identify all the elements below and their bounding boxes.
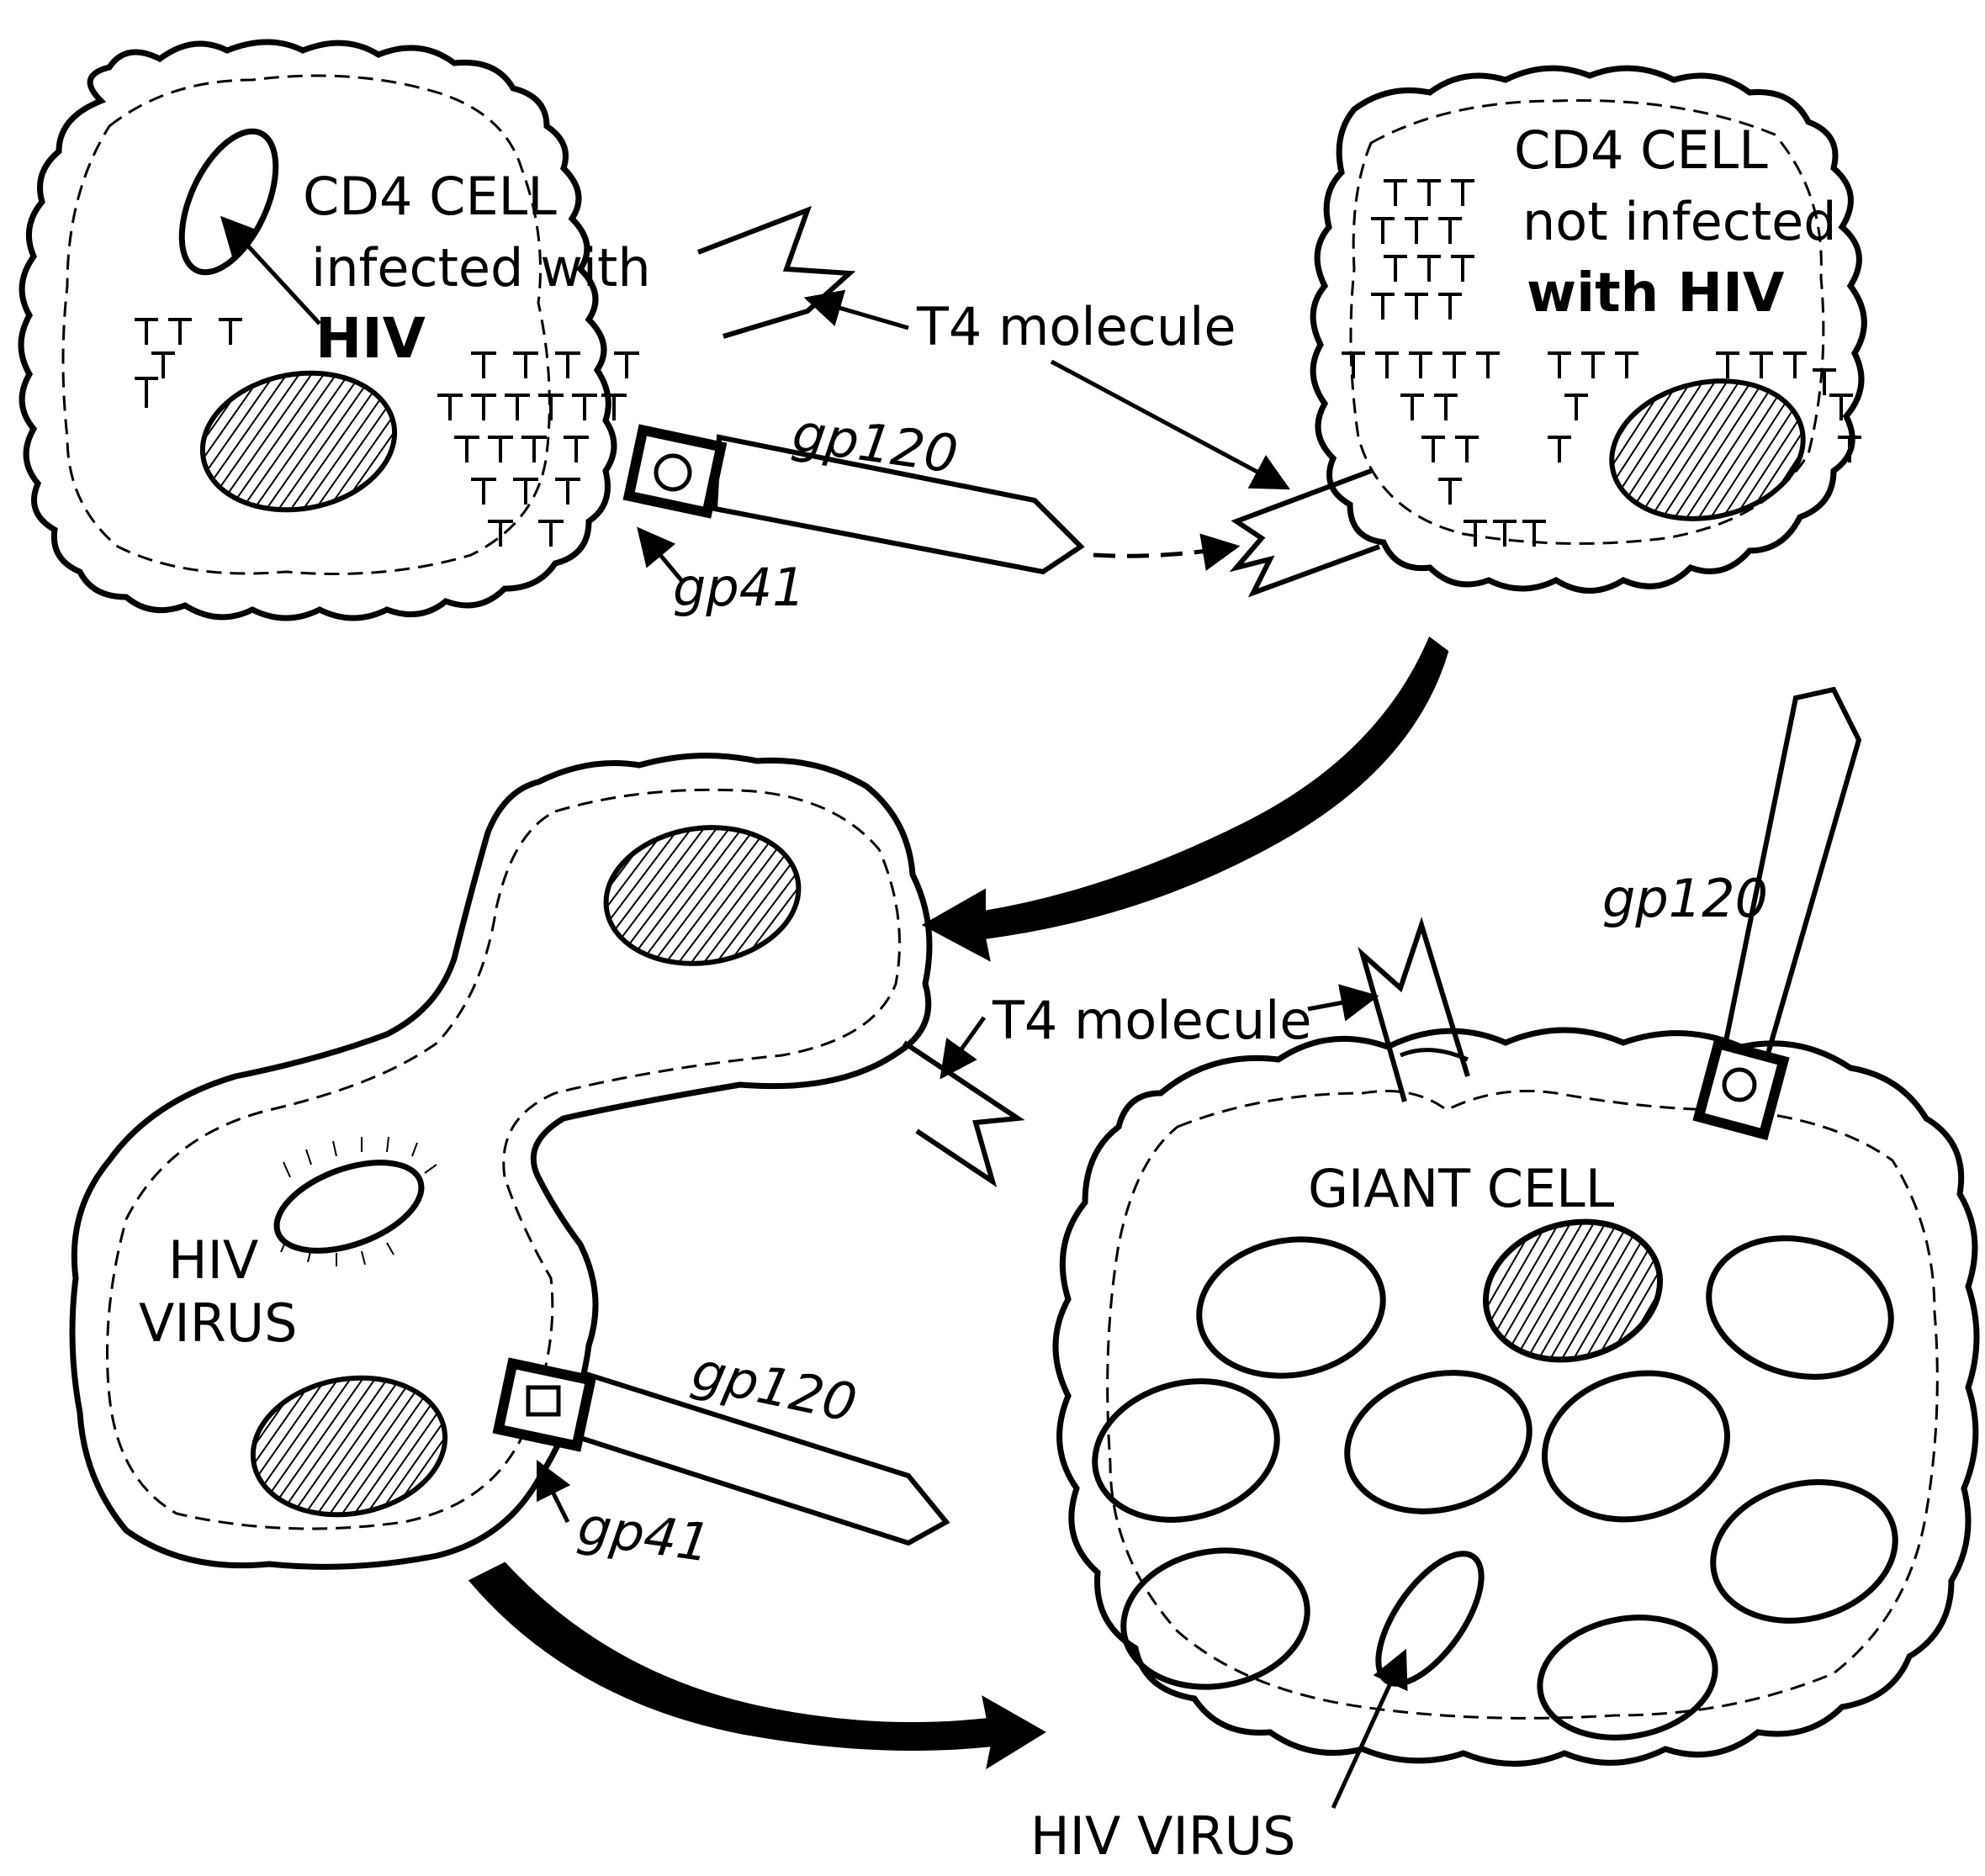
t4-receptor-cluster-small xyxy=(135,320,242,408)
label-giant-cell: GIANT CELL xyxy=(1308,1158,1615,1219)
nucleus-top xyxy=(597,816,807,975)
nucleus xyxy=(1528,1353,1744,1539)
t4-arrow-down xyxy=(1051,362,1287,488)
fusing-cells: HIV VIRUS gp120 gp41 xyxy=(72,756,1018,1574)
giant-cell-nuclei xyxy=(1079,1203,1911,1752)
cd4-cell-uninfected: CD4 CELL not infected with HIV xyxy=(1313,68,1864,590)
label-hiv-virus-bottom: HIV VIRUS xyxy=(1030,1805,1296,1867)
hiv-virus-pointer xyxy=(1333,1652,1405,1808)
nucleus xyxy=(1693,1218,1907,1396)
cd4-cell-infected: CD4 CELL infected with HIV xyxy=(21,42,651,618)
nucleus xyxy=(1470,1203,1675,1379)
fusing-cell-membrane-outer xyxy=(72,756,929,1567)
t4-molecule-top-left xyxy=(698,210,850,336)
label-gp41-top: gp41 xyxy=(673,557,806,618)
label-cd4-infected-1: CD4 CELL xyxy=(303,166,557,227)
t4-arrow-mid xyxy=(942,1017,984,1076)
label-hiv-virus-left-2: VIRUS xyxy=(139,1292,298,1354)
nucleus-bottom xyxy=(242,1363,456,1530)
label-hiv-virus-left-1: HIV xyxy=(168,1229,258,1291)
label-cd4-uninfected-1: CD4 CELL xyxy=(1514,119,1768,181)
nucleus xyxy=(1113,1536,1318,1701)
nucleus xyxy=(1530,1604,1724,1751)
nucleus xyxy=(1331,1353,1545,1530)
hiv-virus-particle xyxy=(265,1145,433,1268)
gp41-core xyxy=(656,456,690,489)
process-arrow-2 xyxy=(471,1564,1043,1766)
t4-arrow-right xyxy=(1308,996,1375,1009)
gp120-binding-arrow xyxy=(1093,547,1236,556)
gp120-gp41-complex-top: gp120 gp41 xyxy=(629,402,1236,618)
label-gp120-right: gp120 xyxy=(1602,868,1768,929)
label-cd4-uninfected-3: with HIV xyxy=(1527,262,1785,325)
label-gp120-top: gp120 xyxy=(789,402,961,486)
gp41-core xyxy=(528,1387,558,1414)
label-gp120-bottom: gp120 xyxy=(687,1340,862,1434)
label-cd4-infected-3: HIV xyxy=(315,306,426,371)
nucleus xyxy=(1079,1361,1293,1539)
nucleus xyxy=(1697,1462,1911,1640)
hiv-virus-particle xyxy=(162,117,295,286)
label-t4-molecule-top: T4 molecule xyxy=(916,296,1236,357)
label-cd4-infected-2: infected with xyxy=(311,237,651,299)
process-arrow-1 xyxy=(925,639,1447,959)
t4-molecule-giant xyxy=(1363,925,1468,1102)
gp41-core-right xyxy=(1724,1070,1755,1100)
pointer-arrow xyxy=(223,219,320,324)
label-t4-molecule-mid: T4 molecule xyxy=(992,990,1311,1051)
label-cd4-uninfected-2: not infected xyxy=(1522,191,1837,252)
t4-arrow-top xyxy=(807,299,908,328)
nucleus xyxy=(1188,1225,1394,1390)
hiv-virus-particle xyxy=(1359,1537,1501,1699)
t4-receptor-cluster-large xyxy=(437,353,639,547)
label-gp41-bottom: gp41 xyxy=(574,1495,714,1574)
t4-molecule-fusing xyxy=(904,1043,1018,1181)
nucleus xyxy=(1599,364,1816,536)
nucleus xyxy=(192,358,405,525)
gp41-pointer-bottom xyxy=(538,1463,568,1522)
